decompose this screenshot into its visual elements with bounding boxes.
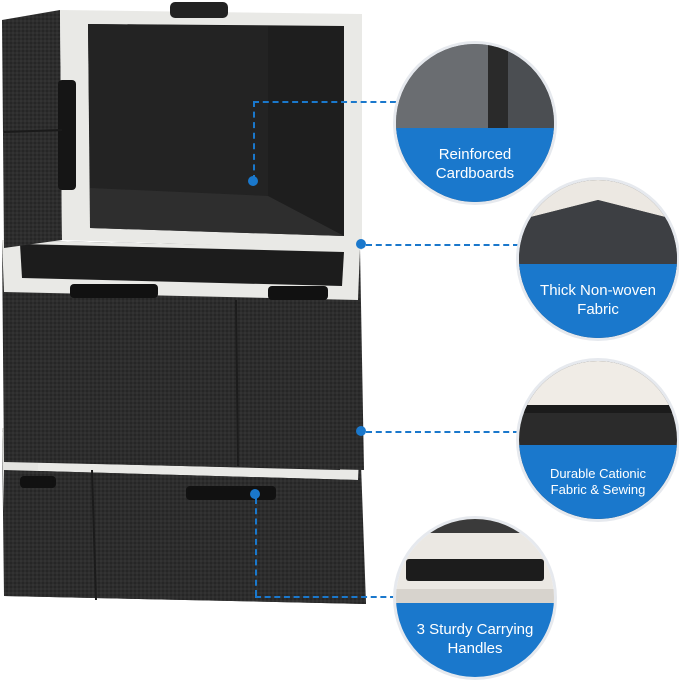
- top-handle: [170, 2, 228, 18]
- feature-label: Durable Cationic Fabric & Sewing: [519, 445, 677, 519]
- leader-line-fabric: [366, 244, 519, 246]
- feature-label: 3 Sturdy Carrying Handles: [396, 603, 554, 677]
- leader-line-handles: [255, 498, 257, 596]
- anchor-dot: [250, 489, 260, 499]
- leader-line-sewing: [366, 431, 519, 433]
- leader-line-cardboards: [253, 101, 396, 103]
- anchor-dot: [356, 426, 366, 436]
- top-bin: [2, 2, 362, 250]
- feature-label: Thick Non-woven Fabric: [519, 264, 677, 338]
- middle-bin: [2, 240, 364, 470]
- anchor-dot: [248, 176, 258, 186]
- callout-sturdy-carrying-handles: 3 Sturdy Carrying Handles: [396, 519, 554, 677]
- handle: [268, 286, 328, 300]
- handle: [20, 476, 56, 488]
- handle: [186, 486, 276, 500]
- callout-thick-non-woven-fabric: Thick Non-woven Fabric: [519, 180, 677, 338]
- callout-reinforced-cardboards: Reinforced Cardboards: [396, 44, 554, 202]
- callout-durable-cationic-fabric: Durable Cationic Fabric & Sewing: [519, 361, 677, 519]
- side-handle: [58, 80, 76, 190]
- leader-line-handles: [255, 596, 396, 598]
- handle: [70, 284, 158, 298]
- stacked-storage-bins-illustration: [2, 2, 366, 604]
- anchor-dot: [356, 239, 366, 249]
- leader-line-cardboards: [253, 101, 255, 181]
